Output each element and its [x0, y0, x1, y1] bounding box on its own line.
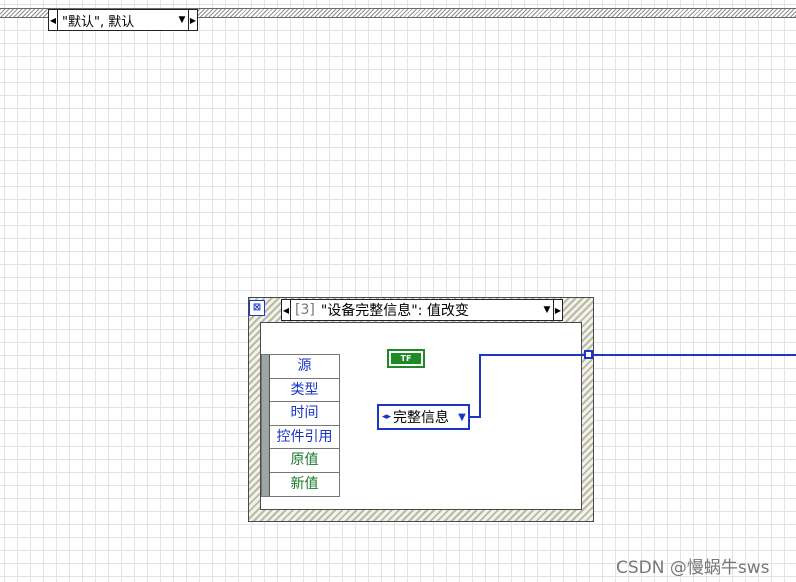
wire-horizontal-2[interactable]	[479, 354, 585, 356]
node-item-oldval[interactable]: 原值	[270, 449, 339, 473]
case-label: "设备完整信息": 值改变	[320, 303, 469, 319]
left-arrow-icon[interactable]: ◀	[49, 10, 58, 30]
node-item-source[interactable]: 源	[270, 355, 339, 379]
dropdown-icon[interactable]: ▼	[458, 411, 466, 423]
control-reference[interactable]: ◂▸ 完整信息 ▼	[377, 404, 470, 430]
node-items: 源 类型 时间 控件引用 原值 新值	[270, 355, 339, 496]
boolean-constant-label: TF	[391, 353, 421, 364]
wire-horizontal-1[interactable]	[470, 416, 481, 418]
dropdown-icon[interactable]: ▼	[178, 15, 186, 25]
wire-horizontal-3[interactable]	[593, 354, 796, 356]
outer-structure-border	[0, 8, 796, 18]
node-item-type[interactable]: 类型	[270, 378, 339, 402]
right-arrow-icon[interactable]: ▶	[553, 300, 562, 320]
top-selector-label: "默认", 默认	[62, 14, 135, 30]
left-arrow-icon[interactable]: ◀	[282, 300, 291, 320]
right-arrow-icon[interactable]: ▶	[188, 10, 197, 30]
event-case-selector[interactable]: ◀ [3] "设备完整信息": 值改变 ▼ ▶	[281, 299, 563, 321]
node-item-newval[interactable]: 新值	[270, 472, 339, 496]
dropdown-icon[interactable]: ▼	[543, 305, 551, 315]
top-case-selector[interactable]: ◀ "默认", 默认 ▼ ▶	[48, 9, 198, 31]
control-reference-label: 完整信息	[393, 410, 450, 426]
event-data-node[interactable]: 源 类型 时间 控件引用 原值 新值	[261, 354, 340, 497]
watermark: CSDN @慢蜗牛sws	[616, 558, 770, 578]
event-structure-icon: ⊠	[249, 300, 265, 316]
output-tunnel[interactable]	[584, 350, 593, 359]
reference-icon: ◂▸	[382, 412, 392, 422]
wire-vertical[interactable]	[479, 354, 481, 418]
boolean-constant[interactable]: TF	[387, 349, 425, 368]
case-index: [3]	[295, 302, 315, 318]
node-item-time[interactable]: 时间	[270, 402, 339, 426]
node-resize-bar[interactable]	[262, 355, 270, 496]
node-item-ctlref[interactable]: 控件引用	[270, 425, 339, 449]
